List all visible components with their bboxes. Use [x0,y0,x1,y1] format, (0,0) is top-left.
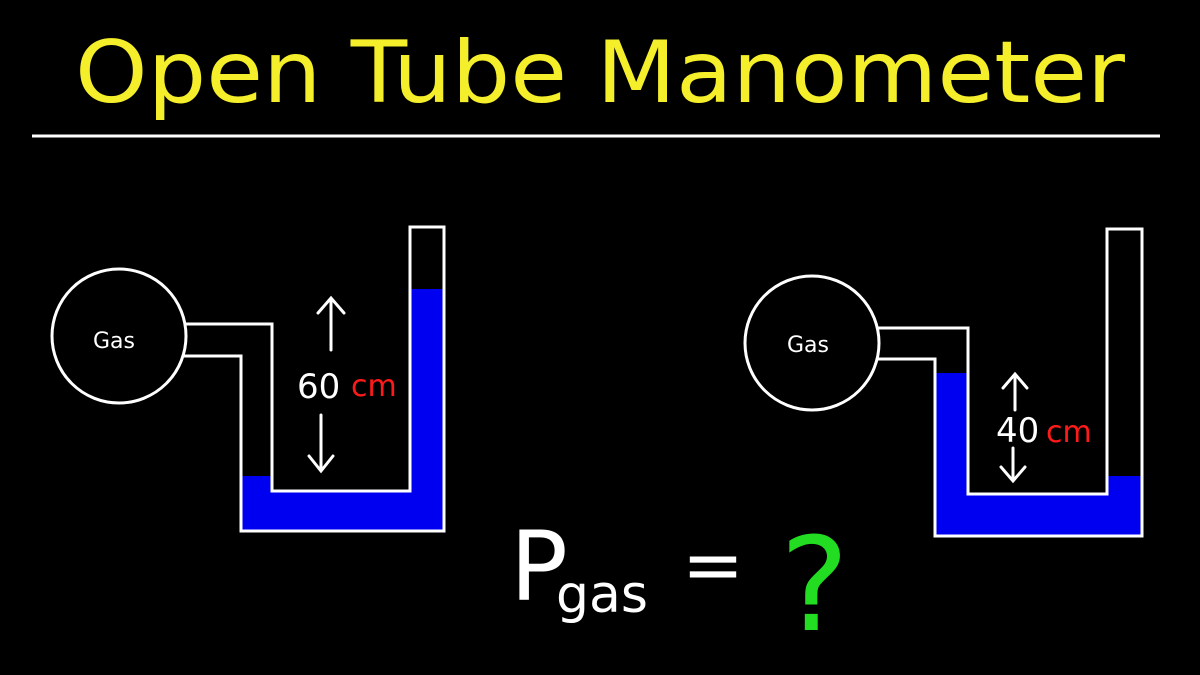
equation-subscript: gas [556,565,648,625]
gas-pressure-equation: P gas = ? [510,509,849,661]
equation-equals: = [682,522,744,608]
right-height-unit: cm [1046,415,1092,450]
right-manometer: Gas 40 cm [743,227,1144,538]
left-height-value: 60 [297,367,340,407]
equation-symbol: P [510,511,568,623]
left-gas-bulb [50,267,188,405]
right-liquid [935,373,1142,536]
right-gas-bulb [743,274,881,412]
left-manometer: Gas 60 cm [50,225,446,533]
page-title: Open Tube Manometer [75,23,1126,123]
left-height-arrow [307,295,346,474]
right-height-value: 40 [996,411,1039,451]
left-gas-label: Gas [93,329,135,354]
left-height-unit: cm [351,369,397,404]
right-height-arrow [999,371,1029,484]
right-tube-outer [877,227,1144,538]
equation-unknown: ? [780,509,849,661]
right-gas-label: Gas [787,333,829,358]
left-tube-outer [184,225,446,533]
left-liquid [241,289,444,531]
